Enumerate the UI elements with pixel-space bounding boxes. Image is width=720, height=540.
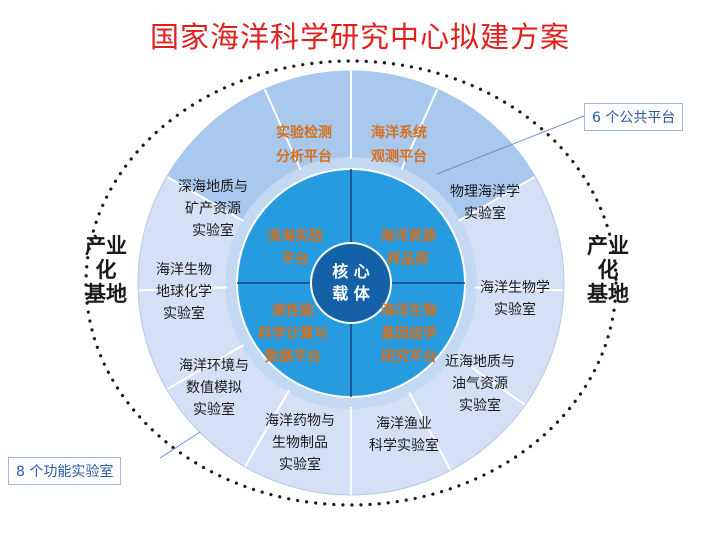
lab-label-line: 海洋环境与	[179, 358, 249, 374]
lab-label: 海洋渔业科学实验室	[369, 416, 439, 454]
ring-divider	[400, 88, 439, 171]
core-disc	[310, 242, 392, 324]
inner-platform-label: 高性能科学计算与数据平台	[258, 302, 328, 365]
functional-labs-callout: 8 个功能实验室	[8, 457, 122, 485]
inner-platform-label: 海洋资源样品库	[380, 228, 436, 268]
lab-label-line: 海洋渔业	[376, 416, 432, 432]
inner-platform-label-line: 高性能	[272, 302, 314, 319]
inner-platform-label-line: 滨海实验	[267, 228, 324, 245]
industrial-base-left-line-2: 基地	[85, 282, 127, 306]
lab-label: 海洋环境与数值模拟实验室	[179, 358, 249, 418]
lab-label-line: 海洋生物学	[480, 280, 550, 296]
inner-platform-label-line: 数据平台	[265, 348, 321, 365]
ring-divider	[263, 88, 302, 171]
ring-divider	[244, 389, 290, 468]
lab-label-line: 近海地质与	[445, 354, 515, 370]
ring-divider	[166, 176, 245, 222]
ring-divider	[457, 176, 536, 222]
inner-platform-label: 滨海实验平台	[267, 228, 324, 268]
lab-label-line: 海洋生物	[156, 262, 212, 278]
public-platforms-callout: 6 个公共平台	[584, 103, 684, 131]
lab-label: 海洋药物与生物制品实验室	[265, 413, 335, 473]
lab-label-line: 实验室	[192, 222, 234, 239]
inner-platform-label-line: 海洋生物	[381, 302, 437, 319]
ring-divider	[166, 344, 245, 390]
outer-platform-label-line: 海洋系统	[371, 124, 427, 141]
lab-label-line: 地球化学	[156, 284, 212, 300]
industrial-base-right: 产业化 基地	[584, 234, 632, 306]
ring-divider	[474, 286, 563, 292]
lab-label: 深海地质与矿产资源实验室	[178, 179, 248, 239]
ring-divider	[452, 353, 526, 406]
lab-label: 海洋生物学实验室	[480, 280, 550, 318]
inner-platform-label: 海洋生物基因组学研究平台	[381, 302, 437, 365]
industrial-base-right-line-1: 产业化	[587, 234, 629, 282]
lab-label-line: 实验室	[163, 305, 205, 322]
lab-label-line: 生物制品	[272, 435, 328, 451]
outer-platform-label-line: 观测平台	[371, 148, 427, 165]
lab-label-line: 科学实验室	[369, 437, 439, 454]
ring-divider	[408, 392, 452, 471]
lab-label: 近海地质与油气资源实验室	[445, 354, 515, 414]
lab-label-line: 油气资源	[452, 376, 508, 392]
lab-label-line: 深海地质与	[178, 179, 248, 195]
lab-label: 物理海洋学实验室	[450, 184, 520, 222]
lab-label-line: 海洋药物与	[265, 413, 335, 429]
lab-label-line: 矿产资源	[185, 201, 241, 217]
inner-platform-label-line: 海洋资源	[380, 228, 436, 245]
lab-label-line: 实验室	[193, 401, 235, 418]
inner-platform-label-line: 平台	[281, 251, 309, 268]
outer-platform-label-line: 分析平台	[276, 148, 332, 165]
dotted-boundary	[84, 59, 618, 507]
inner-platform-label-line: 样品库	[387, 251, 429, 268]
core-label-line: 核 心	[332, 262, 370, 281]
outer-platform-label-line: 实验检测	[276, 124, 332, 141]
industrial-base-left: 产业化 基地	[82, 234, 130, 306]
lab-label: 海洋生物地球化学实验室	[156, 262, 212, 322]
lab-label-line: 实验室	[459, 397, 501, 414]
lab-label-line: 物理海洋学	[450, 184, 520, 200]
inner-platform-label-line: 研究平台	[381, 348, 437, 365]
lab-label-line: 实验室	[279, 456, 321, 473]
core-label-line: 载 体	[332, 284, 371, 303]
core-label: 核 心载 体	[332, 262, 371, 303]
inner-platform-label-line: 科学计算与	[258, 325, 328, 342]
outer-platform-label: 实验检测分析平台	[276, 124, 332, 165]
inner-platform-label-line: 基因组学	[381, 325, 437, 342]
lab-label-line: 实验室	[494, 301, 536, 318]
ring-divider	[139, 286, 228, 292]
outer-platform-label: 海洋系统观测平台	[371, 124, 427, 165]
lab-label-line: 实验室	[464, 205, 506, 222]
industrial-base-left-line-1: 产业化	[85, 234, 127, 282]
industrial-base-right-line-2: 基地	[587, 282, 629, 306]
platforms-leader-line	[436, 115, 585, 175]
slide-title: 国家海洋科学研究中心拟建方案	[149, 20, 570, 54]
labs-leader-line	[159, 431, 201, 459]
lab-label-line: 数值模拟	[186, 380, 242, 396]
